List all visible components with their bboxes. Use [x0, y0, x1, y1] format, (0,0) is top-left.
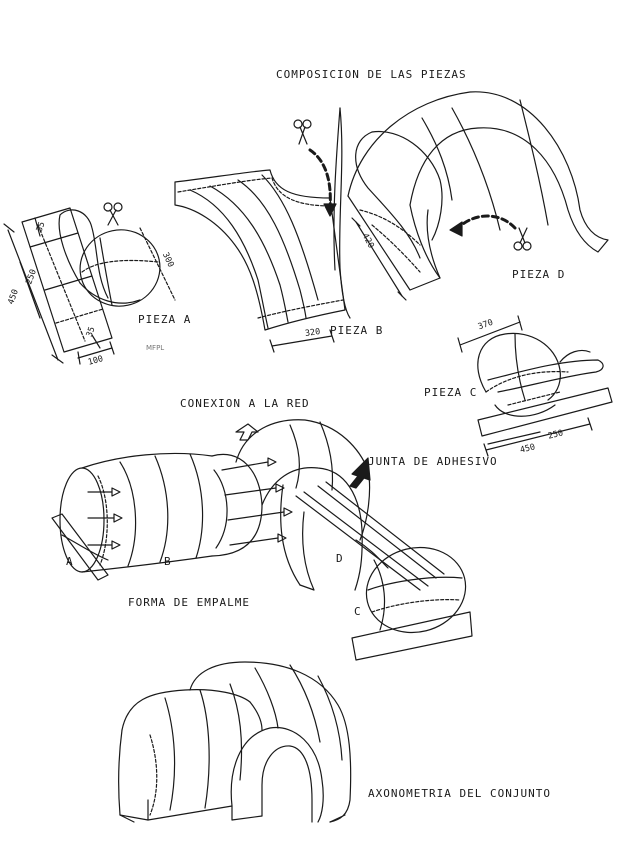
dim-b-320: 320	[304, 326, 321, 340]
piece-d-drawing	[348, 92, 608, 300]
piece-b-label: PIEZA B	[330, 324, 384, 337]
piece-a-drawing	[4, 208, 175, 364]
piece-c-label: PIEZA C	[424, 386, 478, 399]
scissors-icon	[103, 202, 123, 225]
piece-b-drawing	[175, 108, 350, 352]
composition-title: COMPOSICION DE LAS PIEZAS	[276, 68, 467, 81]
piece-d-label: PIEZA D	[512, 268, 566, 281]
cursor-arrow-icon	[350, 458, 370, 488]
assembly-letter-c: C	[354, 605, 362, 618]
dashed-arrow-icon	[458, 216, 515, 228]
connection-label: CONEXION A LA RED	[180, 397, 310, 410]
scissors-icon	[513, 228, 532, 251]
axonometry-drawing	[119, 662, 351, 822]
scissors-icon	[293, 119, 312, 144]
hollow-arrow-icon	[236, 424, 258, 440]
joint-assembly-drawing	[52, 420, 475, 660]
piece-a-label: PIEZA A	[138, 313, 192, 326]
assembly-letter-b: B	[164, 555, 172, 568]
assembly-letter-d: D	[336, 552, 344, 565]
assembly-letter-a: A	[66, 555, 74, 568]
axonometry-label: AXONOMETRIA DEL CONJUNTO	[368, 787, 551, 800]
dashed-arrow-icon	[310, 150, 330, 208]
adhesive-joint-label: JUNTA DE ADHESIVO	[368, 455, 498, 468]
piece-c-drawing	[458, 316, 612, 456]
handwritten-note: MFPL	[146, 344, 165, 352]
joint-form-label: FORMA DE EMPALME	[128, 596, 250, 609]
